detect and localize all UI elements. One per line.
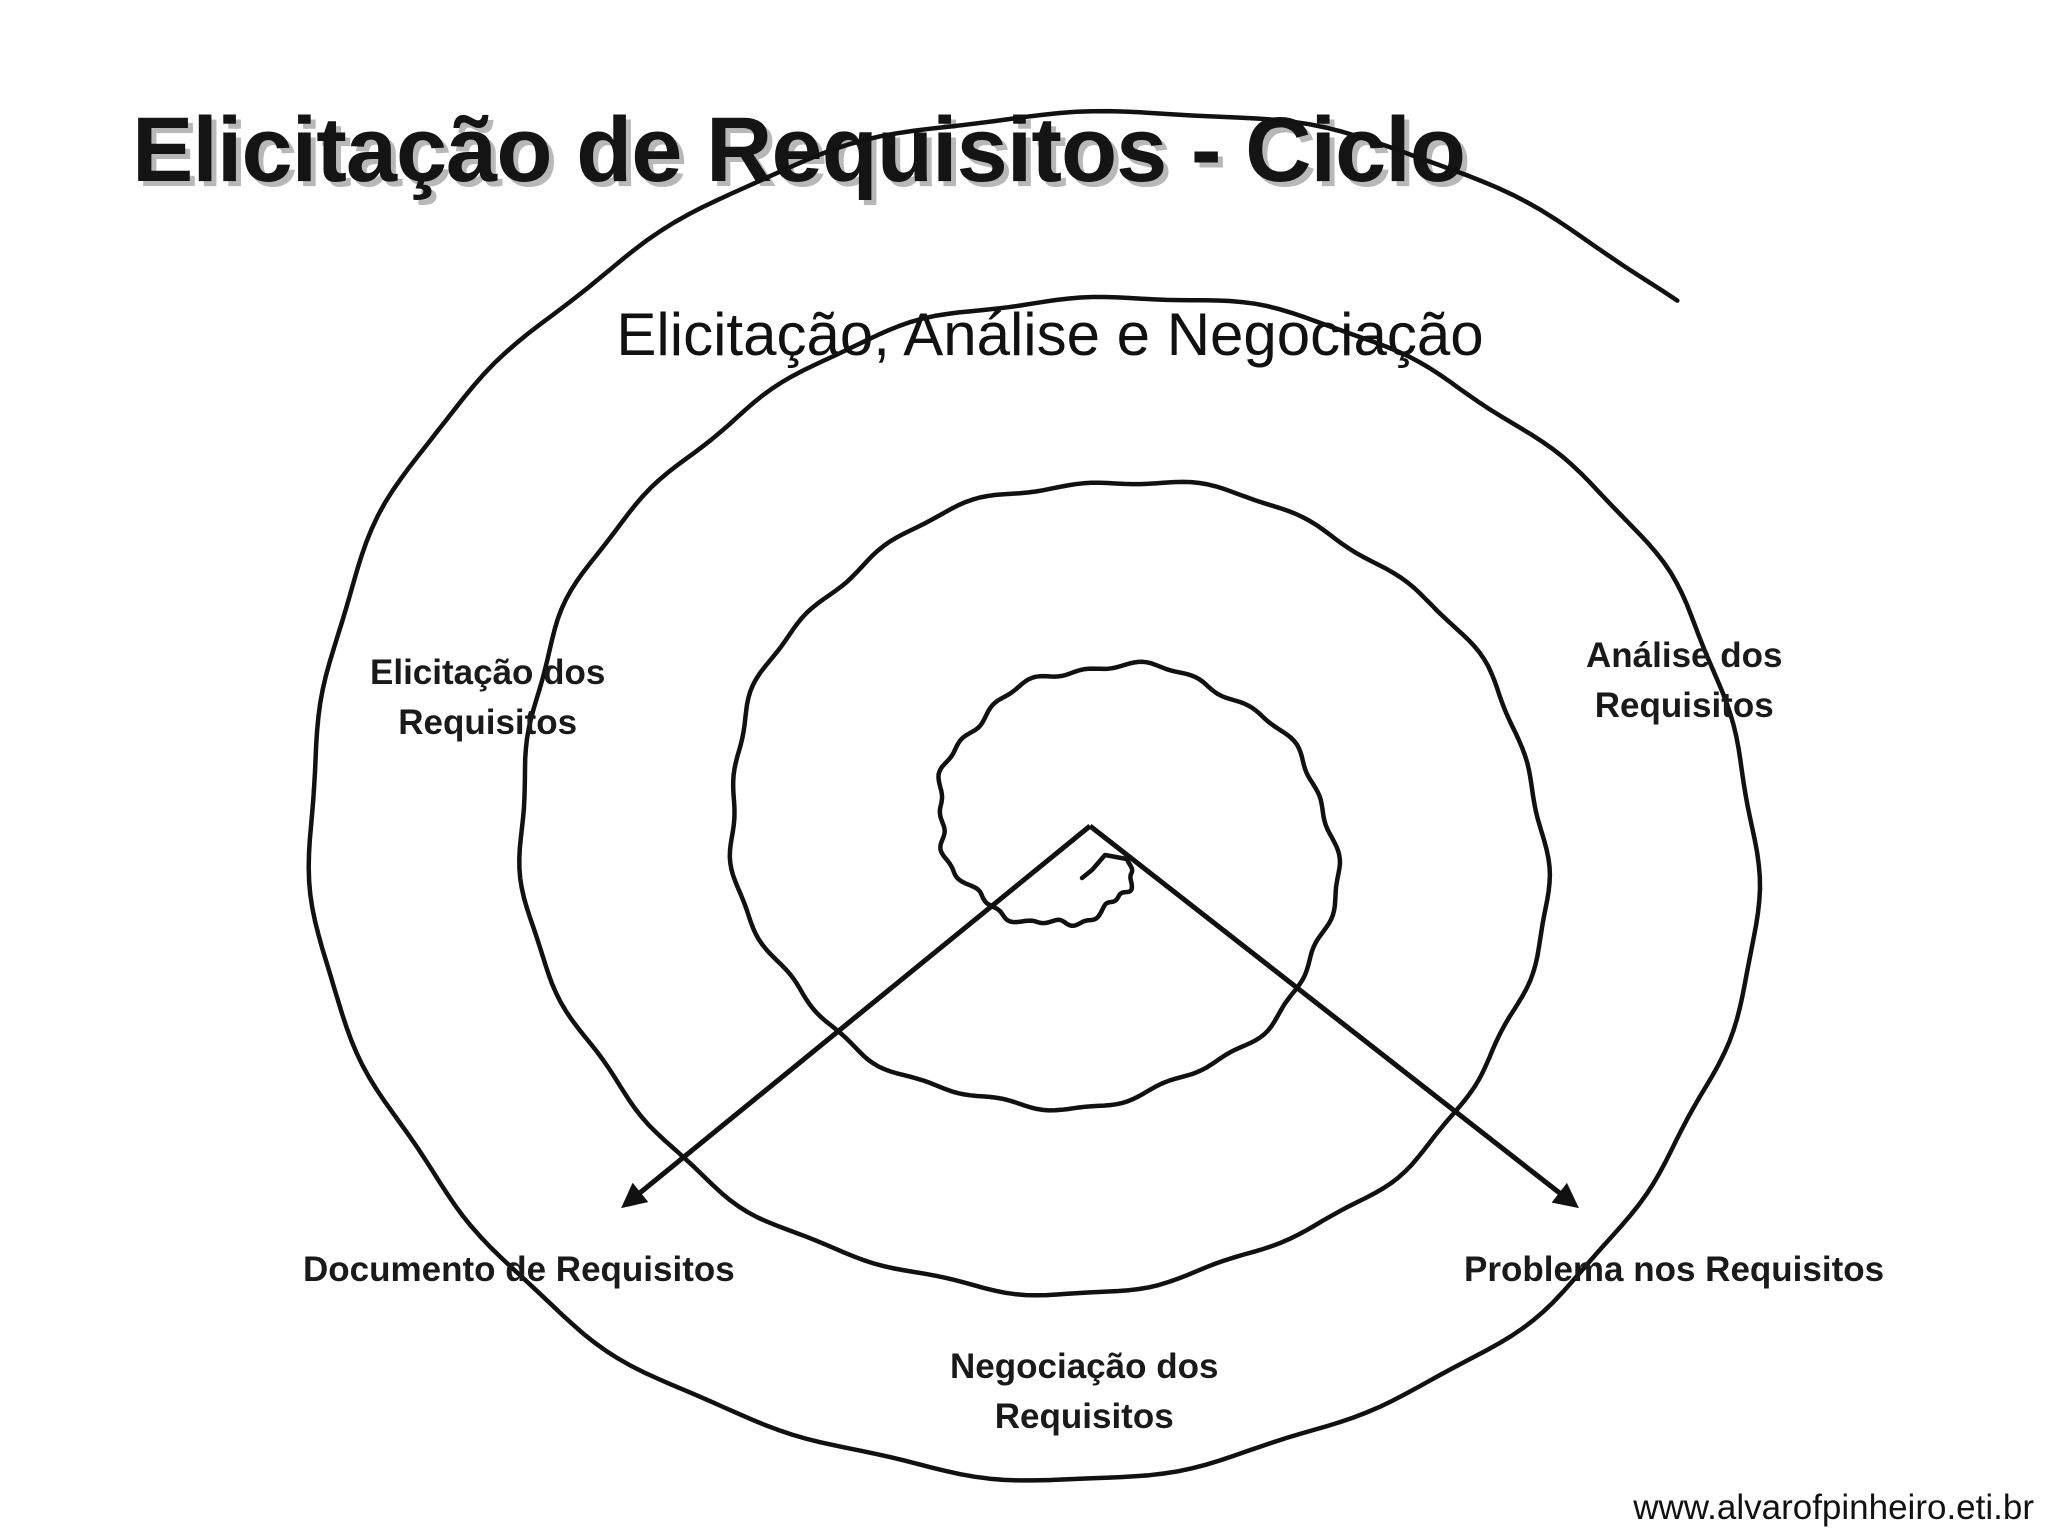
footer-url: www.alvarofpinheiro.eti.br — [1633, 1488, 2034, 1527]
label-negotiation: Negociação dos Requisitos — [950, 1347, 1219, 1436]
label-elicitation: Elicitação dos Requisitos — [370, 653, 606, 742]
label-analysis: Análise dos Requisitos — [1586, 636, 1783, 725]
label-document-output: Documento de Requisitos — [303, 1250, 735, 1289]
spiral-line — [306, 108, 1763, 1483]
arrow-to-problem — [1088, 824, 1579, 1209]
arrow-to-document — [621, 824, 1092, 1209]
label-problem-output: Problema nos Requisitos — [1464, 1250, 1885, 1289]
slide-subtitle: Elicitação, Análise e Negociação — [616, 301, 1484, 368]
